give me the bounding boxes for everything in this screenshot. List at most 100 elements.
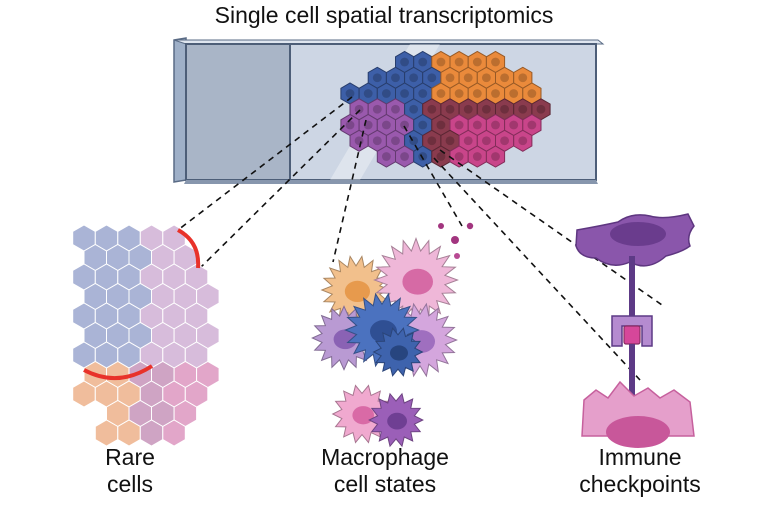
cell-nucleus: [436, 120, 446, 130]
cytokine-dot: [438, 223, 444, 229]
cell-nucleus: [400, 57, 409, 67]
cell-nucleus: [509, 120, 519, 130]
cell-nucleus: [500, 136, 509, 146]
cell-nucleus: [472, 152, 482, 161]
cell-nucleus: [472, 120, 482, 130]
cell-nucleus: [445, 73, 455, 83]
cytokine-dot: [451, 236, 459, 244]
microscope-slide: [173, 37, 605, 184]
cell-nucleus: [418, 57, 428, 67]
cell-nucleus: [518, 73, 528, 83]
cell-nucleus: [381, 152, 391, 161]
tissue-cell: [162, 419, 186, 447]
cell-nucleus: [409, 104, 419, 114]
connector-checkpoint-top: [439, 149, 663, 306]
ligand-block: [623, 325, 641, 345]
label-macrophage-line1: Macrophage: [321, 444, 449, 470]
cell-nucleus: [481, 136, 491, 146]
bottom-cell: [581, 380, 695, 437]
cell-nucleus: [454, 152, 464, 161]
cell-nucleus: [400, 152, 409, 161]
slide-frosted-end: [185, 43, 291, 181]
cell-nucleus: [345, 120, 355, 130]
label-immune-line1: Immune: [598, 444, 682, 470]
cell-nucleus: [427, 136, 437, 146]
cell-nucleus: [391, 104, 400, 114]
connector-macrophage-right: [403, 125, 463, 227]
cell-nucleus: [436, 89, 446, 98]
cell-nucleus: [500, 104, 509, 114]
label-rare-line1: Rare: [105, 444, 155, 470]
cell-nucleus: [391, 73, 400, 83]
cell-nucleus: [445, 136, 455, 146]
cell-nucleus: [481, 73, 491, 83]
cell-nucleus: [372, 73, 382, 83]
cell-nucleus: [381, 120, 391, 130]
receptor-stalk-top: [629, 256, 635, 316]
label-immune-checkpoints: Immune checkpoints: [540, 444, 740, 498]
cell-nucleus: [491, 57, 500, 67]
cell-nucleus: [491, 120, 500, 130]
connector-lines: [177, 96, 663, 381]
cell-nucleus: [527, 89, 537, 98]
cell-nucleus: [381, 89, 391, 98]
bottom-cell-nucleus: [606, 416, 670, 448]
macrophage-bottom-purple-nucleus: [387, 412, 407, 430]
cell-nucleus: [445, 104, 455, 114]
macrophage-lilac-nucleus: [333, 329, 357, 350]
connector-macrophage-left: [332, 119, 367, 263]
label-rare-line2: cells: [106, 471, 153, 498]
cell-nucleus: [418, 89, 428, 98]
tissue-section: [340, 50, 551, 168]
cell-nucleus: [354, 104, 364, 114]
cell-nucleus: [491, 152, 500, 161]
cell-nucleus: [427, 104, 437, 114]
cell-nucleus: [491, 89, 500, 98]
cell-nucleus: [518, 104, 528, 114]
cell-nucleus: [454, 57, 464, 67]
cell-nucleus: [481, 104, 491, 114]
cytokine-dot: [454, 253, 460, 259]
cell-nucleus: [409, 73, 419, 83]
connector-rare-bottom: [197, 109, 361, 271]
cell-nucleus: [463, 136, 473, 146]
cell-nucleus: [463, 73, 473, 83]
cytokine-dot: [466, 222, 474, 230]
cell-nucleus: [518, 136, 528, 146]
cell-nucleus: [400, 89, 409, 98]
macrophage-pink-nucleus: [402, 268, 434, 295]
cell-nucleus: [418, 152, 428, 161]
cell-nucleus: [372, 104, 382, 114]
cell-nucleus: [509, 89, 519, 98]
connector-rare-top: [177, 96, 353, 231]
cell-nucleus: [454, 89, 464, 98]
cell-nucleus: [400, 120, 409, 130]
top-cell-nucleus: [610, 222, 666, 246]
macrophage-blue-2-nucleus: [390, 345, 408, 361]
cell-nucleus: [363, 89, 373, 98]
connector-checkpoint-bottom: [433, 157, 641, 381]
receptor-clamp: [611, 315, 653, 347]
cell-nucleus: [418, 120, 428, 130]
cell-nucleus: [436, 57, 446, 67]
cell-nucleus: [427, 73, 437, 83]
rare-cell-highlight: [176, 228, 201, 269]
cell-nucleus: [391, 136, 400, 146]
cell-nucleus: [536, 104, 546, 114]
label-macrophage-line2: cell states: [333, 471, 437, 498]
rare-cell-highlight: [83, 364, 154, 381]
rare-cells-illustration: [72, 224, 220, 447]
figure-title: Single cell spatial transcriptomics: [214, 2, 554, 28]
label-rare-cells: Rare cells: [60, 444, 200, 498]
cell-nucleus: [527, 120, 537, 130]
cell-nucleus: [372, 136, 382, 146]
receptor-stalk-bottom: [629, 344, 635, 396]
macrophage-orange-nucleus: [344, 280, 370, 303]
cell-nucleus: [354, 136, 364, 146]
cell-nucleus: [345, 89, 355, 98]
cell-nucleus: [463, 104, 473, 114]
cell-nucleus: [436, 152, 446, 161]
cell-nucleus: [500, 73, 509, 83]
